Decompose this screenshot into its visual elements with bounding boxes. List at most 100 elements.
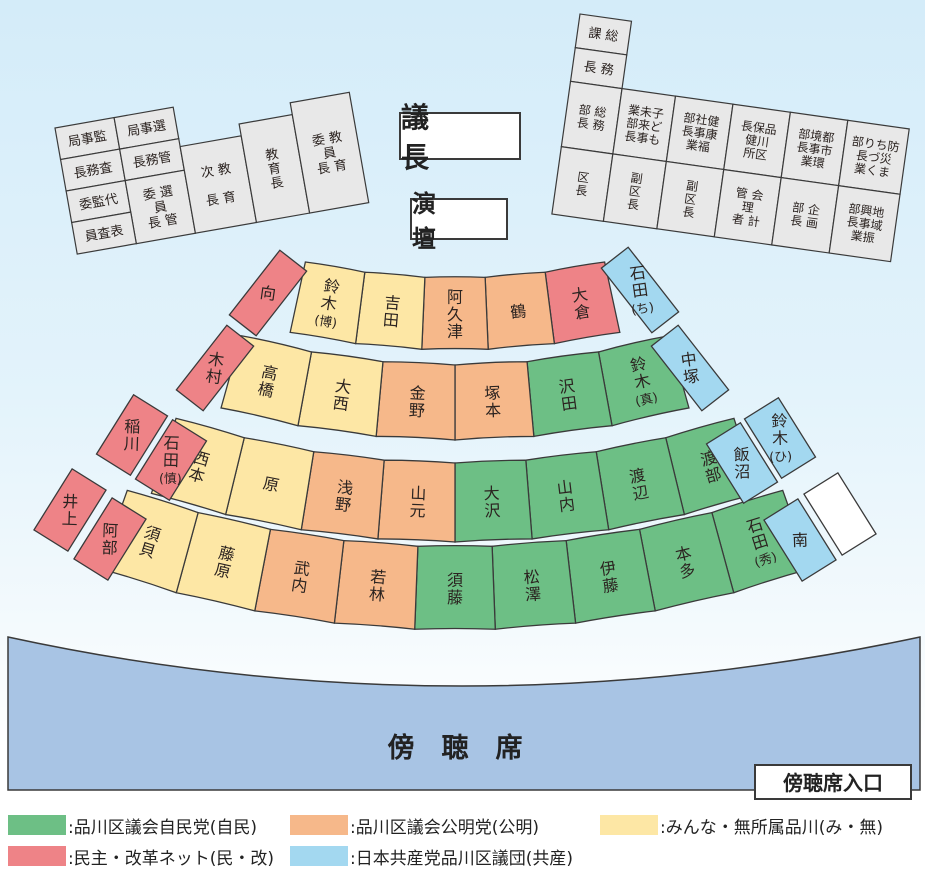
seat-label-row3-3: 山内 — [556, 477, 576, 515]
seat-label-row2-3: 塚本 — [484, 383, 502, 420]
svg-text:(ち): (ち) — [630, 300, 655, 318]
svg-text:山: 山 — [556, 477, 574, 498]
staff-left-r3c2-label: 委 選員長 管 — [142, 184, 179, 232]
svg-text:(ひ): (ひ) — [769, 450, 792, 466]
seat-left-wing-4[interactable] — [134, 418, 208, 502]
seat-label-row2-6: 高橋 — [256, 362, 280, 401]
svg-text:区: 区 — [683, 192, 697, 208]
seat-right-wing-4[interactable] — [743, 396, 817, 480]
seat-right-wing-6[interactable] — [803, 471, 877, 557]
seat-label-row4-1: 石田(秀) — [744, 514, 779, 571]
seat-left-wing-6[interactable] — [73, 496, 147, 582]
seat-label-row4-9: 須貝 — [137, 522, 163, 561]
svg-text:須: 須 — [142, 522, 163, 545]
legend-label-kyosan: :日本共産党品川区議団(共産) — [350, 848, 573, 869]
svg-text:飯: 飯 — [733, 445, 750, 465]
svg-text:業未子: 業未子 — [627, 103, 665, 122]
seat-right-wing-2[interactable] — [650, 324, 730, 412]
seat-label-left-wing-2: 木村 — [205, 349, 226, 387]
svg-text:副: 副 — [685, 179, 699, 195]
seat-row1-5[interactable] — [289, 261, 366, 345]
legend-item-komei: :品川区議会公明党(公明) — [290, 813, 539, 838]
svg-text:沢: 沢 — [484, 501, 501, 521]
legend-label-minkai: :民主・改革ネット(民・改) — [68, 848, 274, 869]
staff-right-r3c6 — [828, 184, 901, 263]
seat-right-wing-3[interactable] — [705, 421, 779, 505]
svg-text:林: 林 — [368, 584, 385, 604]
seat-label-row3-5: 山元 — [409, 484, 426, 521]
svg-text:木: 木 — [772, 428, 789, 448]
svg-text:向: 向 — [259, 283, 278, 304]
svg-text:長: 長 — [574, 183, 588, 199]
svg-text:田: 田 — [163, 450, 180, 470]
seat-label-row3-4: 大沢 — [483, 484, 500, 521]
svg-text:稲: 稲 — [124, 417, 141, 437]
seat-label-row4-2: 本多 — [673, 543, 697, 582]
seat-right-wing-5[interactable] — [763, 497, 837, 583]
svg-text:本: 本 — [673, 543, 693, 565]
svg-text:沢: 沢 — [558, 376, 576, 397]
staff-left-r1c2-label: 局事選 — [126, 118, 167, 140]
gallery-entrance-box[interactable] — [754, 764, 912, 800]
svg-text:業振: 業振 — [850, 228, 876, 245]
svg-text:局事選: 局事選 — [126, 118, 167, 140]
staff-left-r3c5 — [289, 91, 370, 214]
svg-text:長事域: 長事域 — [846, 214, 884, 233]
seat-label-row1-5: 鈴木(博) — [313, 276, 341, 332]
svg-text:長事康: 長事康 — [681, 123, 719, 143]
svg-text:長づ災: 長づ災 — [855, 148, 893, 167]
seat-label-row1-4: 吉田 — [382, 293, 401, 331]
svg-text:沼: 沼 — [734, 462, 751, 482]
svg-text:長 務: 長 務 — [583, 60, 615, 79]
svg-text:中: 中 — [680, 349, 699, 370]
seat-label-row4-5: 須藤 — [447, 571, 463, 607]
seat-label-row4-6: 若林 — [368, 567, 387, 604]
svg-text:委 教: 委 教 — [311, 129, 343, 150]
seat-label-row2-1: 鈴木(真) — [629, 354, 660, 411]
legend-label-komei: :品川区議会公明党(公明) — [350, 817, 539, 838]
gallery-area — [7, 636, 921, 791]
legend-swatch-kyosan — [290, 846, 348, 866]
svg-text:伊: 伊 — [599, 558, 618, 579]
seat-label-row2-2: 沢田 — [558, 376, 579, 414]
seat-left-wing-5[interactable] — [33, 467, 107, 553]
svg-text:若: 若 — [370, 567, 387, 587]
legend-item-jimin: :品川区議会自民党(自民) — [8, 813, 257, 838]
svg-text:原: 原 — [213, 560, 233, 582]
seat-left-wing-1[interactable] — [228, 249, 308, 337]
staff-right-r1c2-label: 長 務 — [583, 60, 615, 79]
svg-text:長 画: 長 画 — [789, 213, 819, 231]
svg-text:須: 須 — [447, 571, 463, 590]
svg-text:松: 松 — [523, 567, 540, 587]
svg-text:南: 南 — [792, 530, 809, 550]
seat-right-wing-1[interactable] — [600, 246, 680, 334]
svg-text:部来ど: 部来ど — [625, 115, 663, 135]
svg-text:高: 高 — [260, 362, 280, 384]
svg-text:木: 木 — [319, 293, 338, 314]
seat-left-wing-2[interactable] — [175, 324, 255, 412]
svg-text:業環: 業環 — [800, 154, 826, 171]
svg-text:原: 原 — [261, 474, 280, 496]
svg-text:副: 副 — [630, 171, 644, 187]
svg-text:(慎): (慎) — [159, 472, 182, 488]
legend-swatch-jimin — [8, 815, 66, 835]
svg-text:者 計: 者 計 — [731, 211, 761, 230]
svg-text:塚: 塚 — [484, 383, 501, 403]
svg-text:鈴: 鈴 — [771, 411, 788, 431]
svg-text:多: 多 — [677, 560, 697, 582]
svg-text:石: 石 — [163, 433, 180, 453]
seat-label-left-wing-6: 阿部 — [101, 521, 118, 558]
svg-text:員査表: 員査表 — [84, 223, 125, 245]
svg-text:(秀): (秀) — [753, 550, 779, 571]
svg-text:長務管: 長務管 — [132, 150, 173, 172]
svg-text:山: 山 — [410, 484, 427, 504]
speaker-box: 議 長 — [399, 101, 521, 174]
seat-label-row2-5: 大西 — [332, 376, 353, 414]
svg-text:石: 石 — [744, 514, 765, 537]
svg-text:長: 長 — [269, 175, 284, 192]
staff-right-r2c1-label: 部 総長 務 — [576, 101, 607, 133]
seat-left-wing-3[interactable] — [95, 393, 169, 477]
